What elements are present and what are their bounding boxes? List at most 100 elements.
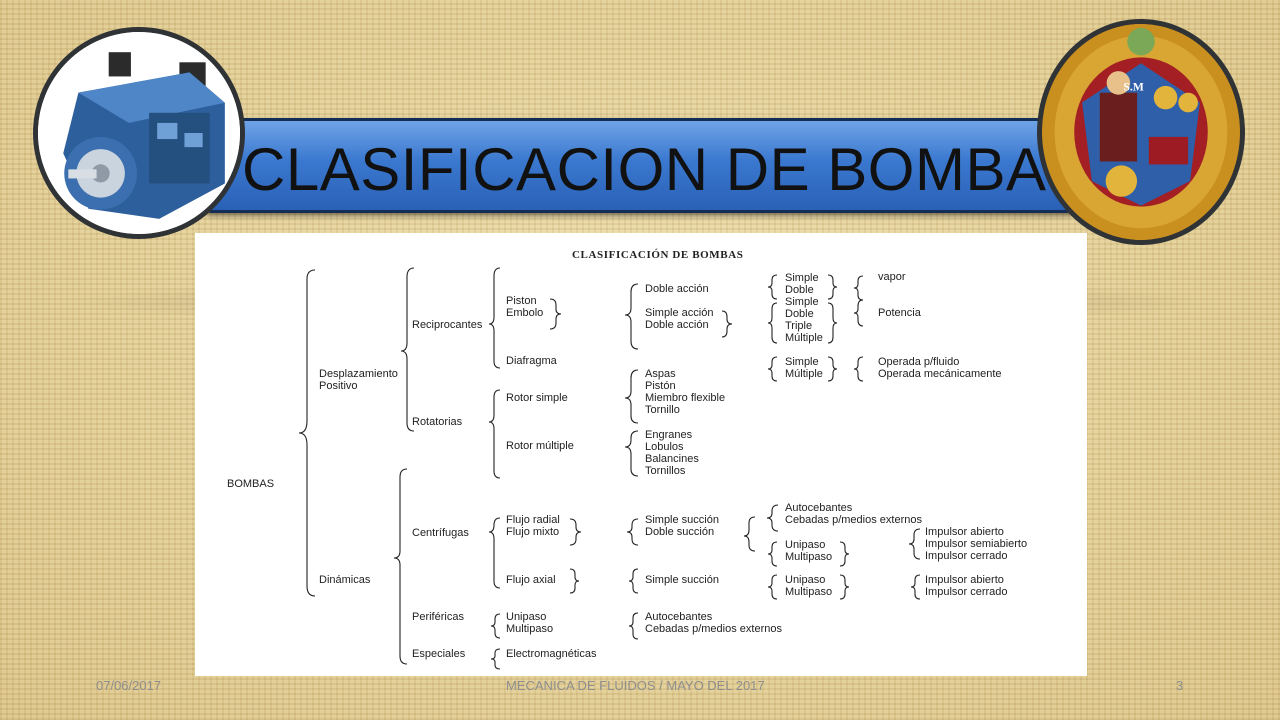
- brace-succion: [626, 518, 639, 546]
- brace-flujo: [569, 518, 582, 546]
- node-aspas: Aspas: [645, 368, 676, 380]
- node-positivo: Positivo: [319, 380, 358, 392]
- brace-rotor-simple: [624, 369, 639, 424]
- node-impulsor-abierto-1: Impulsor abierto: [925, 526, 1004, 538]
- diagram-canvas: CLASIFICACIÓN DE BOMBAS BOMBAS Desplazam…: [227, 249, 1027, 670]
- node-impulsor-cerrado-1: Impulsor cerrado: [925, 550, 1008, 562]
- brace-unipaso-1: [767, 541, 778, 567]
- node-engranes: Engranes: [645, 429, 693, 441]
- brace-autocebantes: [766, 504, 779, 532]
- seal-initials: S.M: [1123, 81, 1144, 94]
- pump-illustration-icon: [38, 32, 240, 234]
- node-multipaso-perif: Multipaso: [506, 623, 553, 635]
- node-tornillos: Tornillos: [645, 465, 686, 477]
- node-cebadas: Cebadas p/medios externos: [785, 514, 922, 526]
- node-bombas: BOMBAS: [227, 478, 274, 490]
- node-simple-accion: Simple acción: [645, 307, 713, 319]
- node-unipaso-1: Unipaso: [785, 539, 825, 551]
- node-embolo: Embolo: [506, 307, 543, 319]
- node-electromagneticas: Electromagnéticas: [506, 648, 597, 660]
- brace-unipaso-1-r: [839, 541, 850, 567]
- node-miembro-flexible: Miembro flexible: [645, 392, 725, 404]
- brace-potencia: [853, 299, 864, 327]
- node-simple-1: Simple: [785, 272, 819, 284]
- node-rotor-simple: Rotor simple: [506, 392, 568, 404]
- node-unipaso-perif: Unipaso: [506, 611, 546, 623]
- node-perifericas: Periféricas: [412, 611, 464, 623]
- brace-multiple-grupo: [767, 302, 778, 344]
- node-doble-1: Doble: [785, 284, 814, 296]
- brace-acciones: [624, 283, 639, 350]
- node-doble-2: Doble: [785, 308, 814, 320]
- brace-operada: [853, 356, 864, 382]
- diagram-title: CLASIFICACIÓN DE BOMBAS: [572, 249, 744, 261]
- node-flujo-axial: Flujo axial: [506, 574, 556, 586]
- node-impulsor-cerrado-2: Impulsor cerrado: [925, 586, 1008, 598]
- pump-image: [33, 27, 245, 239]
- brace-multiple-grupo-r: [827, 302, 838, 344]
- node-dinamicas: Dinámicas: [319, 574, 371, 586]
- brace-diafragma-simple-r: [827, 356, 838, 382]
- node-piston: Piston: [506, 295, 537, 307]
- node-diafragma: Diafragma: [506, 355, 558, 367]
- node-cebadas-perif: Cebadas p/medios externos: [645, 623, 782, 635]
- node-impulsor-semiabierto: Impulsor semiabierto: [925, 538, 1027, 550]
- node-multipaso-1: Multipaso: [785, 551, 832, 563]
- node-doble-accion-1: Doble acción: [645, 283, 709, 295]
- node-flujo-mixto: Flujo mixto: [506, 526, 559, 538]
- node-flujo-radial: Flujo radial: [506, 514, 560, 526]
- node-multiple-2: Múltiple: [785, 368, 823, 380]
- brace-especiales: [490, 648, 501, 670]
- node-simple-3: Simple: [785, 356, 819, 368]
- node-doble-accion-2: Doble acción: [645, 319, 709, 331]
- brace-perifericas: [490, 613, 501, 639]
- brace-simple-doble-1-r: [827, 274, 838, 300]
- node-triple: Triple: [785, 320, 812, 332]
- brace-rotatorias: [488, 389, 501, 479]
- footer-date: 07/06/2017: [96, 678, 162, 693]
- brace-root: [298, 269, 316, 597]
- brace-perifericas-right: [628, 612, 639, 640]
- node-autocebantes: Autocebantes: [785, 502, 853, 514]
- classification-diagram: CLASIFICACIÓN DE BOMBAS BOMBAS Desplazam…: [195, 233, 1087, 676]
- seal-icon: S.M: [1042, 24, 1240, 240]
- brace-impulsores-1: [908, 528, 921, 560]
- node-autocebantes-perif: Autocebantes: [645, 611, 713, 623]
- node-potencia: Potencia: [878, 307, 922, 319]
- brace-impulsores-2: [910, 574, 921, 600]
- brace-piston-embolo: [549, 298, 562, 330]
- node-unipaso-2: Unipaso: [785, 574, 825, 586]
- node-impulsor-abierto-2: Impulsor abierto: [925, 574, 1004, 586]
- brace-succion-right: [743, 516, 756, 552]
- node-reciprocantes: Reciprocantes: [412, 319, 483, 331]
- brace-simple-doble-1: [767, 274, 778, 300]
- footer-course: MECANICA DE FLUIDOS / MAYO DEL 2017: [506, 678, 765, 693]
- node-desplazamiento: Desplazamiento: [319, 368, 398, 380]
- brace-reciprocantes: [488, 267, 501, 369]
- node-operada-mecanica: Operada mecánicamente: [878, 368, 1002, 380]
- brace-simple-succion-2: [628, 568, 639, 594]
- title-banner: CLASIFICACION DE BOMBAS: [205, 118, 1075, 213]
- slide-title: CLASIFICACION DE BOMBAS: [242, 136, 1075, 203]
- brace-rotor-multiple: [624, 430, 639, 477]
- node-lobulos: Lobulos: [645, 441, 684, 453]
- node-simple-succion-2: Simple succión: [645, 574, 719, 586]
- brace-vapor: [853, 275, 864, 301]
- brace-flujo-axial: [569, 568, 580, 594]
- node-simple-2: Simple: [785, 296, 819, 308]
- brace-simple-accion: [721, 310, 733, 338]
- node-rotor-multiple: Rotor múltiple: [506, 440, 574, 452]
- brace-unipaso-2: [767, 574, 778, 600]
- node-balancines: Balancines: [645, 453, 699, 465]
- brace-diafragma-simple: [767, 356, 778, 382]
- node-multipaso-2: Multipaso: [785, 586, 832, 598]
- node-vapor: vapor: [878, 271, 906, 283]
- university-seal: S.M: [1037, 19, 1245, 245]
- node-tornillo: Tornillo: [645, 404, 680, 416]
- node-operada-fluido: Operada p/fluido: [878, 356, 959, 368]
- node-doble-succion: Doble succión: [645, 526, 714, 538]
- node-multiple-1: Múltiple: [785, 332, 823, 344]
- node-especiales: Especiales: [412, 648, 466, 660]
- brace-dinamicas: [393, 468, 408, 665]
- node-simple-succion-1: Simple succión: [645, 514, 719, 526]
